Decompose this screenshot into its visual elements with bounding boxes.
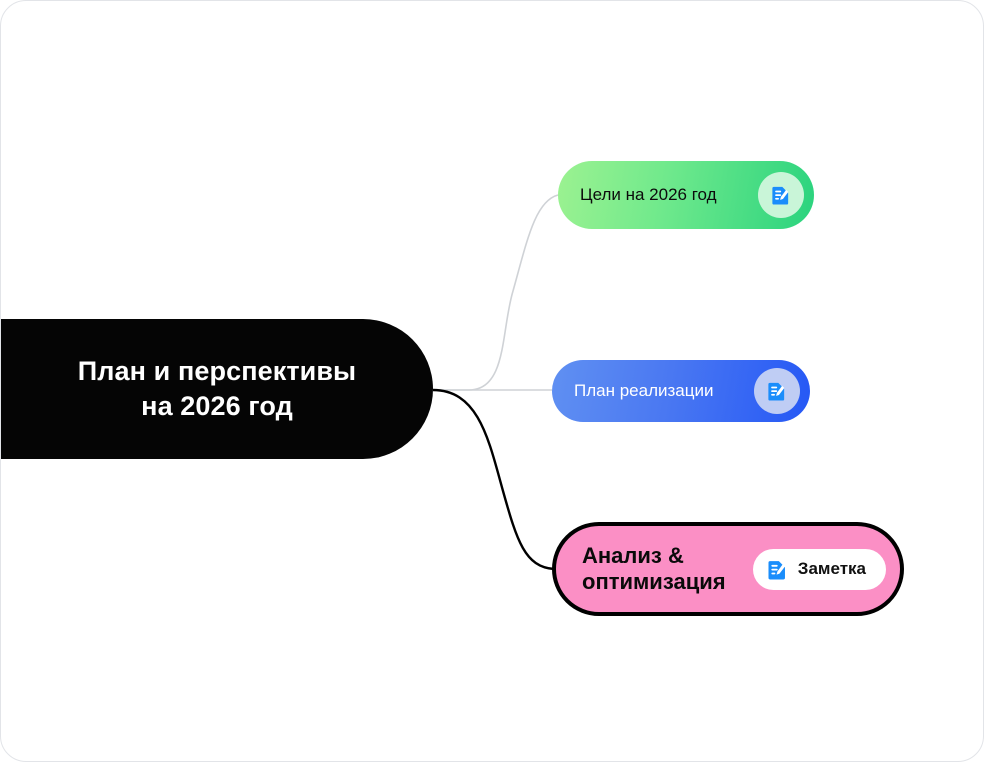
mindmap-node-goals[interactable]: Цели на 2026 год [558,161,814,229]
mindmap-node-analysis[interactable]: Анализ & оптимизация Заметка [552,522,904,616]
note-badge-analysis-label: Заметка [797,559,866,578]
mindmap-node-plan-label: План реализации [574,381,714,400]
connector-to-goals [433,194,559,391]
mindmap-root-label: План и перспективы на 2026 год [77,356,357,421]
note-badge-plan[interactable] [754,368,800,414]
note-document-icon [768,560,785,579]
mindmap-root-node[interactable]: План и перспективы на 2026 год [1,319,433,459]
mindmap-node-plan[interactable]: План реализации [552,360,810,422]
note-document-icon [768,382,785,401]
mindmap-node-analysis-label: Анализ & оптимизация [582,543,726,594]
mindmap-node-goals-label: Цели на 2026 год [580,185,717,204]
note-document-icon [772,186,789,205]
note-badge-goals[interactable] [758,172,804,218]
note-badge-analysis[interactable]: Заметка [752,548,886,590]
connector-to-analysis [432,388,555,571]
